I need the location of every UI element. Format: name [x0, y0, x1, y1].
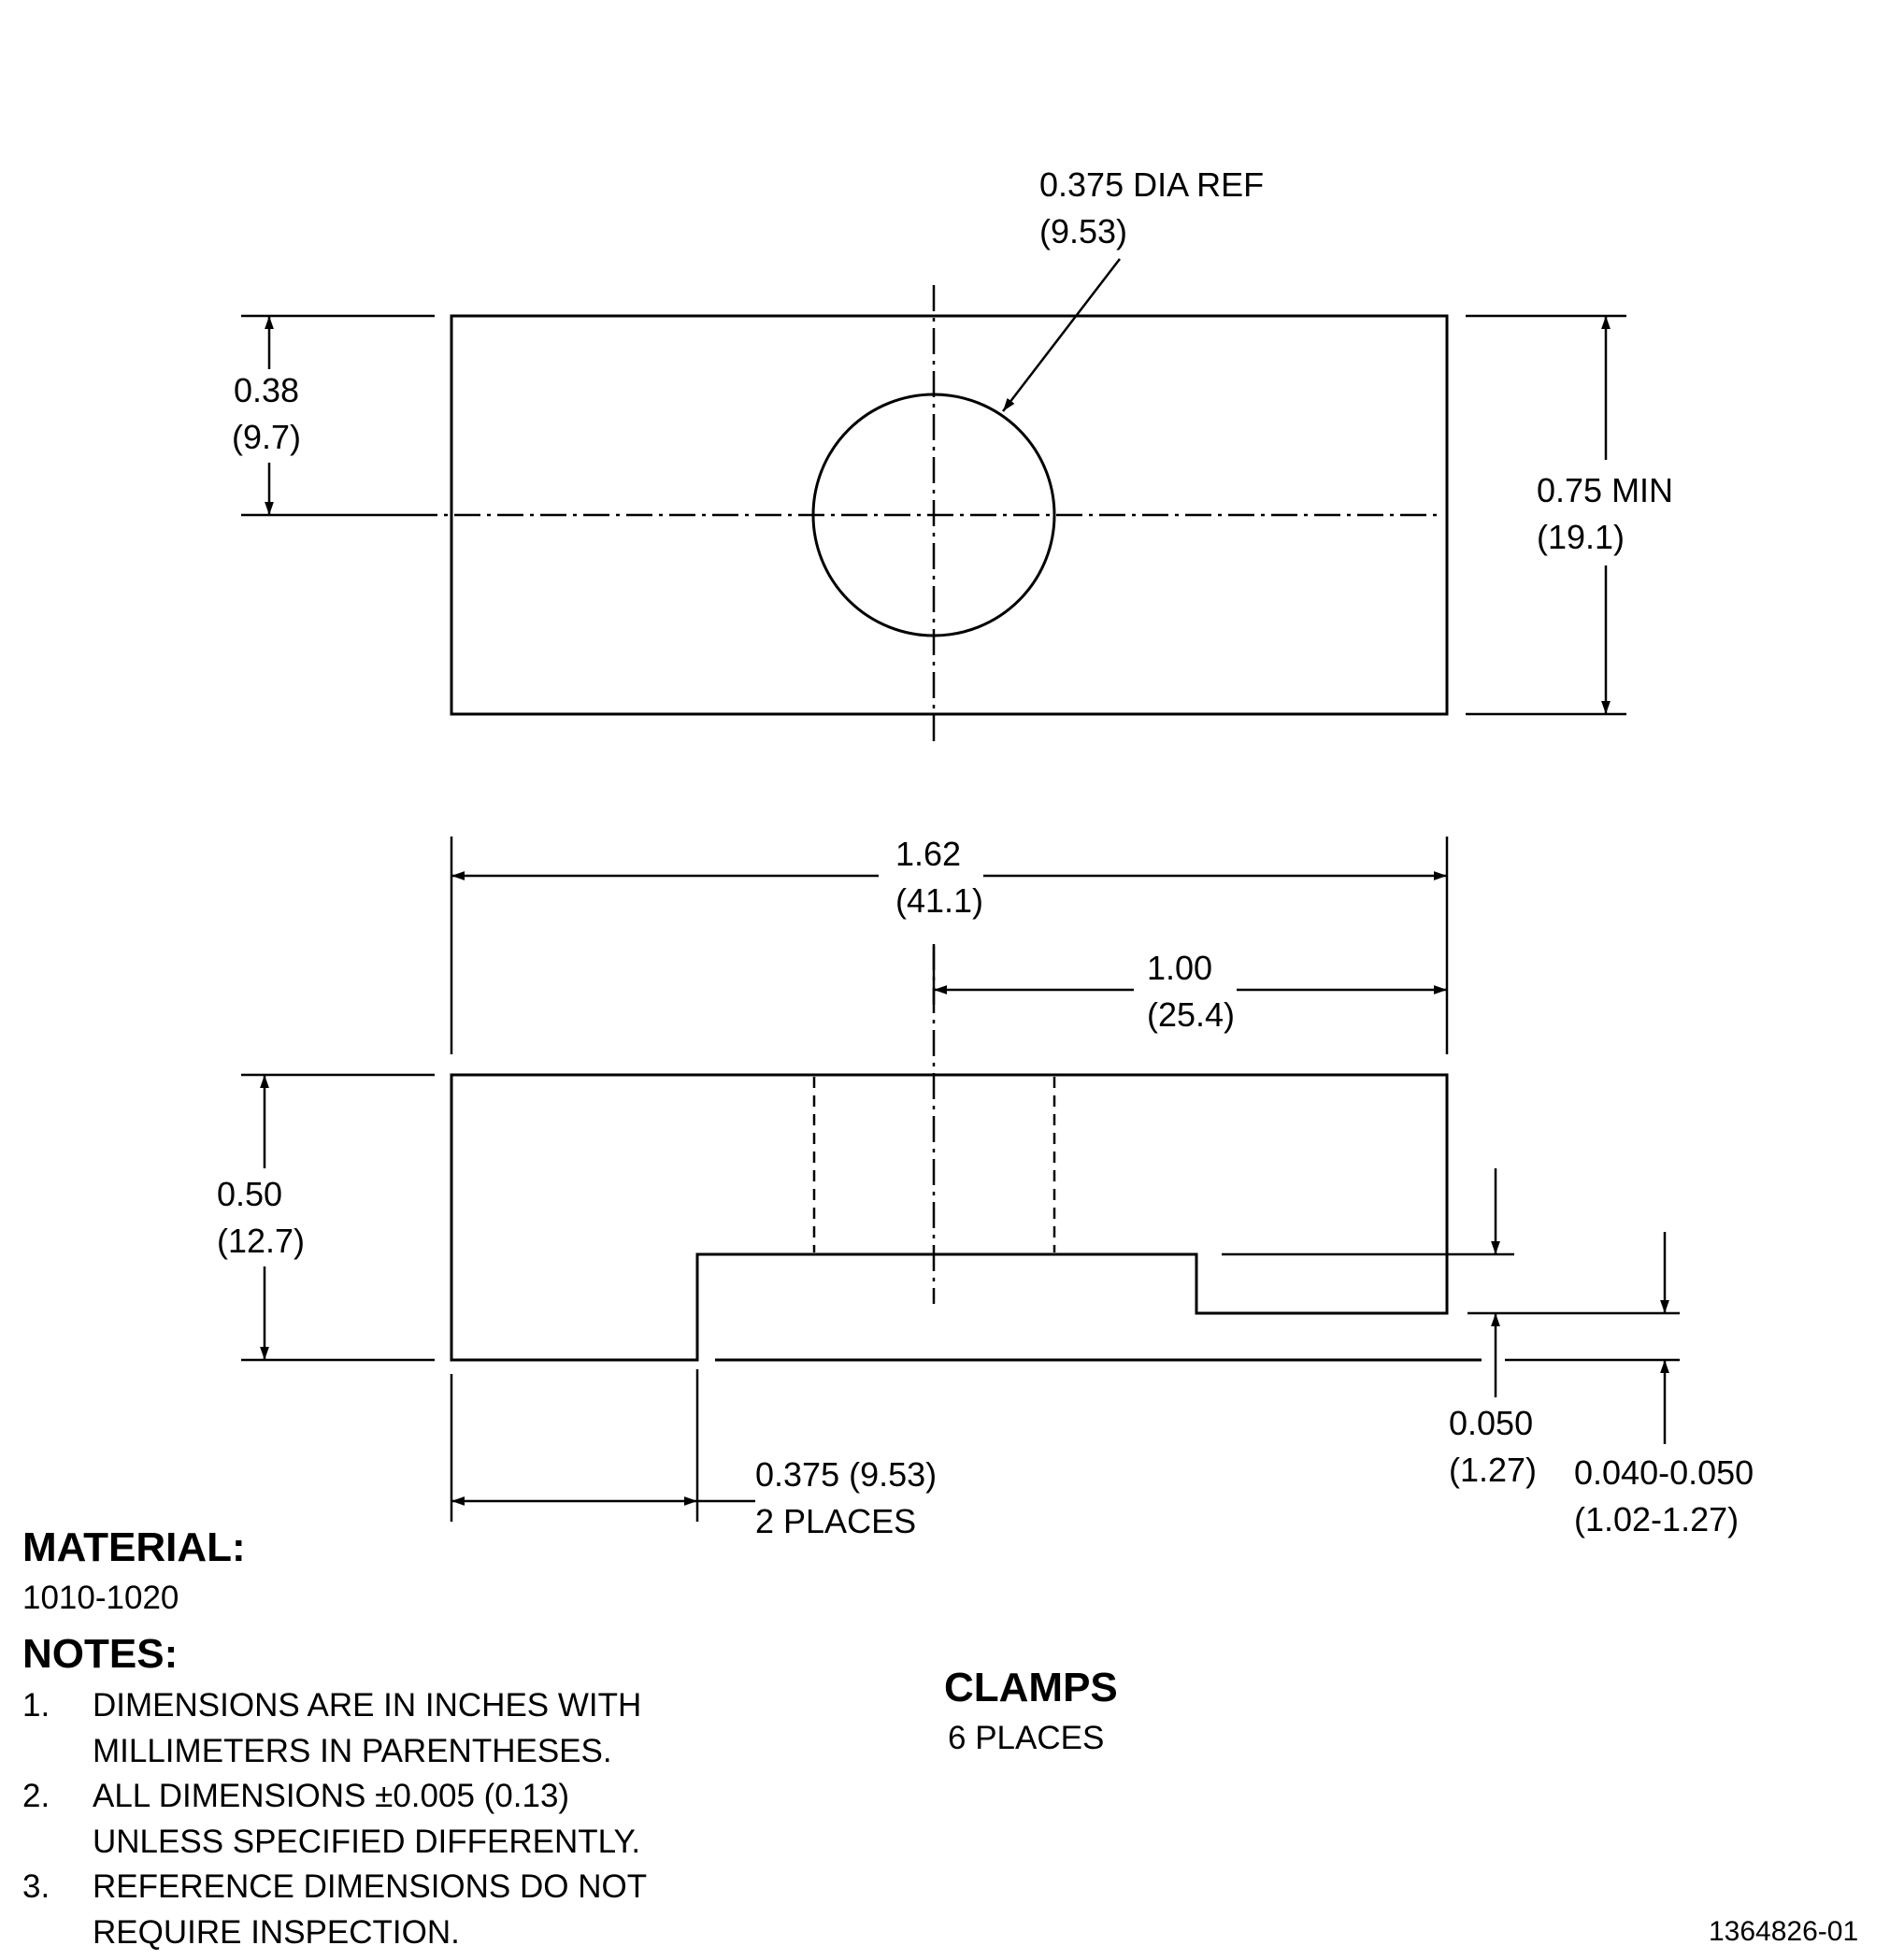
dim-hole-center-value: 0.38 — [234, 371, 299, 409]
dim-lip-height-metric: (1.02-1.27) — [1574, 1500, 1739, 1538]
dim-step-length-value: 0.375 (9.53) — [755, 1455, 937, 1494]
top-view — [241, 258, 1626, 748]
part-name: CLAMPS — [944, 1665, 1118, 1710]
side-view-outline — [450, 1073, 1449, 1362]
dim-step-depth-value: 0.050 — [1449, 1404, 1533, 1442]
material-heading: MATERIAL: — [22, 1524, 246, 1570]
dim-height-metric: (12.7) — [217, 1222, 305, 1260]
dim-length-value: 1.62 — [895, 835, 961, 873]
note-line: REQUIRE INSPECTION. — [93, 1914, 460, 1951]
note-line: REFERENCE DIMENSIONS DO NOT — [93, 1868, 648, 1905]
dim-width-metric: (19.1) — [1537, 518, 1625, 556]
note-line: ALL DIMENSIONS ±0.005 (0.13) — [93, 1778, 570, 1814]
dim-hole-center-metric: (9.7) — [232, 418, 301, 456]
dim-height-value: 0.50 — [217, 1175, 282, 1213]
note-line: DIMENSIONS ARE IN INCHES WITH — [93, 1687, 642, 1724]
top-view-outline — [450, 314, 1449, 716]
note-item: 3. REFERENCE DIMENSIONS DO NOT REQUIRE I… — [22, 1864, 695, 1955]
dim-hole-dia-value: 0.375 DIA REF — [1039, 165, 1264, 204]
drawing-number: 1364826-01 — [1709, 1916, 1859, 1947]
dim-step-depth-metric: (1.27) — [1449, 1451, 1537, 1489]
part-quantity: 6 PLACES — [948, 1720, 1105, 1756]
note-line: MILLIMETERS IN PARENTHESES. — [93, 1733, 612, 1769]
note-number: 1. — [22, 1687, 50, 1724]
notes-heading: NOTES: — [22, 1631, 179, 1677]
note-item: 2. ALL DIMENSIONS ±0.005 (0.13) UNLESS S… — [22, 1773, 695, 1865]
dim-width-value: 0.75 MIN — [1537, 471, 1673, 509]
leader-line — [1002, 258, 1121, 412]
note-item: 1. DIMENSIONS ARE IN INCHES WITH MILLIME… — [22, 1682, 695, 1774]
material-value: 1010-1020 — [22, 1580, 179, 1616]
note-line: UNLESS SPECIFIED DIFFERENTLY. — [93, 1824, 641, 1860]
dim-hole-to-end-metric: (25.4) — [1147, 995, 1235, 1034]
dim-hole-to-end-value: 1.00 — [1147, 949, 1212, 987]
dimension-labels: 0.375 DIA REF (9.53) 0.38 (9.7) 0.75 MIN… — [217, 165, 1754, 1540]
dim-length-metric: (41.1) — [895, 881, 983, 920]
note-number: 2. — [22, 1778, 50, 1814]
dim-lip-height-value: 0.040-0.050 — [1574, 1453, 1754, 1492]
note-number: 3. — [22, 1868, 50, 1905]
dim-step-length-qualifier: 2 PLACES — [755, 1502, 916, 1540]
side-view — [241, 837, 1680, 1522]
dim-hole-dia-metric: (9.53) — [1039, 212, 1127, 250]
